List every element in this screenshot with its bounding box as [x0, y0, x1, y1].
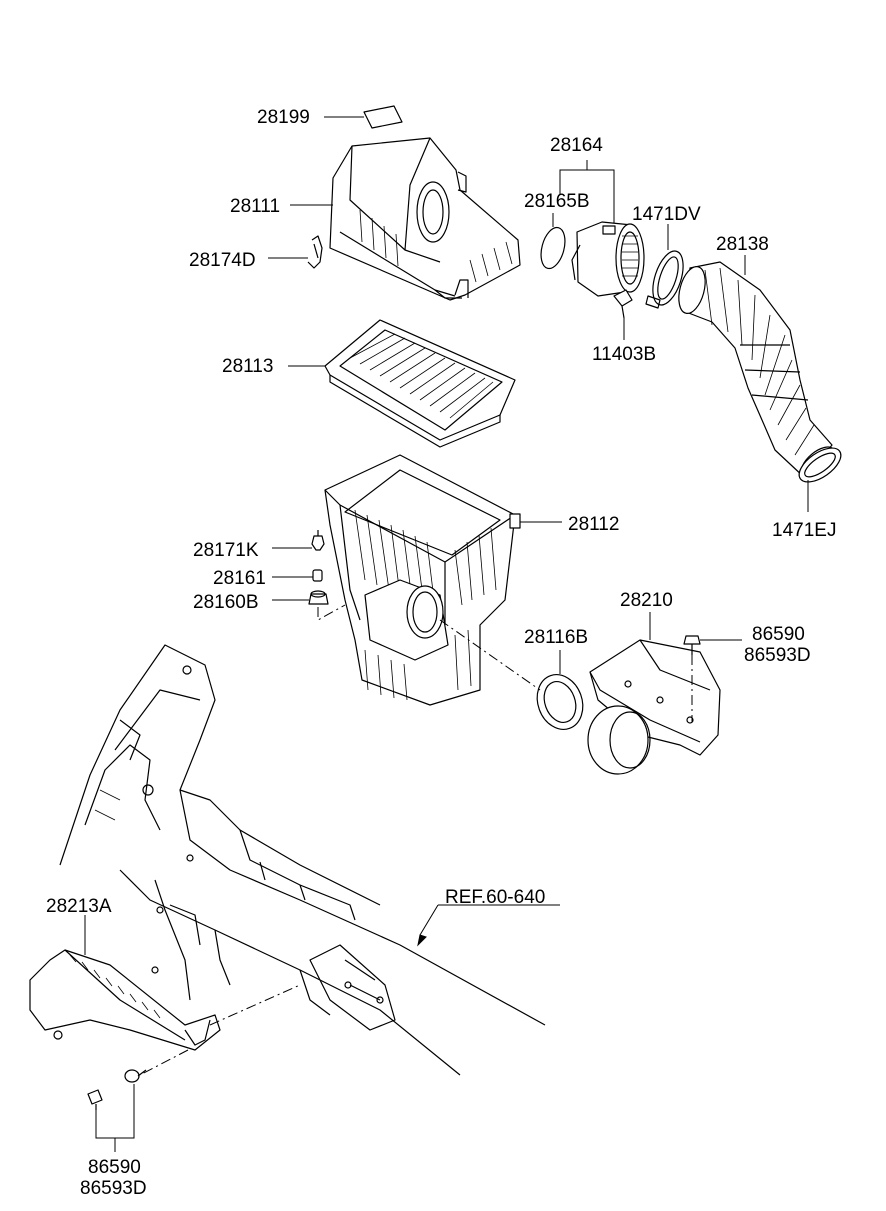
part-28171K-bolt — [272, 530, 325, 551]
part-28210-air-duct — [587, 612, 721, 775]
part-28112-cleaner-body — [324, 454, 562, 706]
label-28116B: 28116B — [524, 627, 588, 648]
label-28210: 28210 — [620, 590, 673, 611]
part-28165B-gasket — [540, 213, 566, 270]
part-28113-filter-element — [288, 319, 516, 448]
label-28199: 28199 — [257, 107, 310, 128]
part-28160B-grommet — [272, 590, 346, 621]
part-28199-label-plate — [324, 105, 403, 129]
label-1471EJ: 1471EJ — [772, 520, 836, 541]
label-11403B: 11403B — [592, 344, 656, 365]
part-28164-air-flow-sensor — [559, 160, 645, 297]
part-1471EJ-clamp — [798, 447, 842, 512]
part-28174D-clip — [268, 235, 323, 269]
label-ref-60-640: REF.60-640 — [445, 887, 545, 908]
label-28138: 28138 — [716, 234, 769, 255]
label-28111: 28111 — [230, 196, 280, 217]
part-1471DV-clamp — [645, 224, 684, 309]
part-86590-right-bolt — [683, 635, 742, 722]
part-28111-cleaner-cover — [290, 137, 521, 301]
part-28213A-bracket — [29, 915, 301, 1076]
part-11403B-bolt — [613, 289, 633, 340]
label-86590-right: 86590 — [752, 624, 805, 645]
label-28165B: 28165B — [524, 191, 590, 212]
vehicle-front-frame — [59, 644, 560, 1076]
part-labels: 28199 28164 28111 28165B 1471DV 28138 28… — [46, 107, 836, 1199]
label-86590-bottom: 86590 — [88, 1157, 141, 1178]
label-28171K: 28171K — [193, 540, 259, 561]
part-28161-collar — [272, 569, 323, 582]
label-28113: 28113 — [222, 356, 273, 377]
part-28138-intake-hose — [678, 255, 836, 479]
label-28160B: 28160B — [193, 592, 259, 613]
label-28174D: 28174D — [189, 250, 256, 271]
label-28164: 28164 — [550, 135, 603, 156]
label-86593D-right: 86593D — [744, 645, 811, 666]
label-28213A: 28213A — [46, 896, 112, 917]
part-28116B-ring — [439, 619, 584, 730]
label-28112: 28112 — [568, 514, 619, 535]
label-86593D-bottom: 86593D — [80, 1178, 147, 1199]
label-28161: 28161 — [213, 568, 266, 589]
label-1471DV: 1471DV — [632, 204, 701, 225]
part-86590-bottom-fasteners — [87, 1069, 147, 1152]
